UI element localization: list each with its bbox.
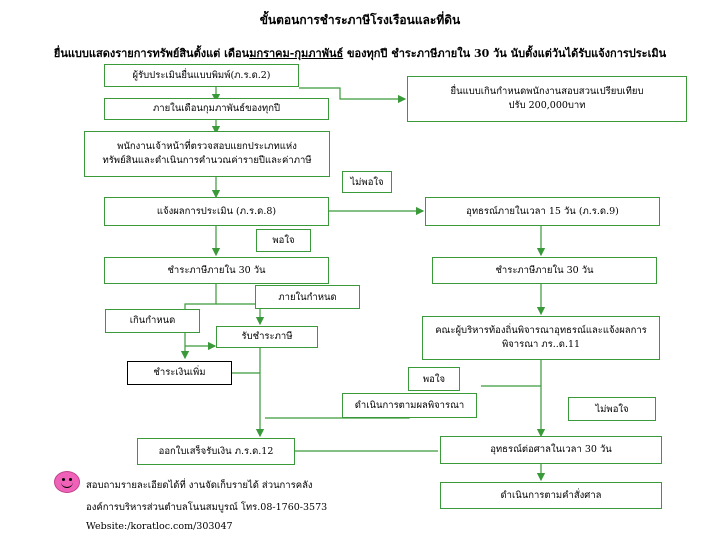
footer-website: Website:/koratloc.com/303047 — [86, 521, 233, 532]
box-officer-check-line1: พนักงานเจ้าหน้าที่ตรวจสอบแยกประเภทแห่ง — [117, 141, 297, 153]
label-satisfied-1: พอใจ — [256, 229, 311, 252]
box-notify-result-text: แจ้งผลการประเมิน (ภ.ร.ด.8) — [156, 205, 277, 217]
box-overdue-text: เกินกำหนด — [129, 315, 176, 327]
box-issue-receipt-text: ออกใบเสร็จรับเงิน ภ.ร.ด.12 — [158, 445, 274, 457]
box-pay-30-right: ชำระภาษีภายใน 30 วัน — [432, 257, 657, 284]
box-within-feb-text: ภายในเดือนกุมภาพันธ์ของทุกปี — [153, 103, 280, 115]
box-notify-result: แจ้งผลการประเมิน (ภ.ร.ด.8) — [104, 197, 329, 226]
label-satisfied-2: พอใจ — [408, 367, 460, 391]
box-follow-court: ดำเนินการตามคำสั่งศาล — [440, 482, 662, 509]
box-late-submit-line1: ยื่นแบบเกินกำหนดพนักงานสอบสวนเปรียบเทียบ — [450, 86, 644, 98]
label-satisfied-2-text: พอใจ — [422, 373, 446, 385]
box-submit-form: ผู้รับประเมินยื่นแบบพิมพ์(ภ.ร.ด.2) — [104, 64, 299, 87]
label-within-due-text: ภายในกำหนด — [278, 291, 337, 303]
subtitle-months: มกราคม-กุมภาพันธ์ — [249, 47, 344, 60]
smiley-icon — [54, 471, 80, 493]
box-committee-line1: คณะผู้บริหารท้องถิ่นพิจารณาอุทธรณ์และแจ้… — [435, 325, 647, 337]
box-pay-extra: ชำระเงินเพิ่ม — [127, 361, 232, 385]
label-satisfied-1-text: พอใจ — [272, 235, 295, 246]
box-proceed-result-text: ดำเนินการตามผลพิจารณา — [354, 399, 465, 411]
box-receive-tax-text: รับชำระภาษี — [241, 331, 293, 343]
box-pay-30-right-text: ชำระภาษีภายใน 30 วัน — [495, 264, 594, 276]
footer-contact-line2: องค์การบริหารส่วนตำบลโนนสมบูรณ์ โทร.08-1… — [86, 502, 328, 513]
box-pay-30-left: ชำระภาษีภายใน 30 วัน — [104, 257, 329, 284]
box-pay-extra-text: ชำระเงินเพิ่ม — [153, 367, 206, 379]
box-issue-receipt: ออกใบเสร็จรับเงิน ภ.ร.ด.12 — [137, 438, 295, 465]
label-not-satisfied-1-text: ไม่พอใจ — [350, 176, 384, 188]
line-pay-to-overdue — [184, 284, 217, 310]
subtitle-part3: ของทุกปี ชำระภาษีภายใน 30 วัน นับตั้งแต่… — [343, 47, 667, 60]
box-appeal-court-text: อุทธรณ์ต่อศาลในเวลา 30 วัน — [490, 444, 612, 456]
box-within-feb: ภายในเดือนกุมภาพันธ์ของทุกปี — [104, 98, 329, 120]
box-officer-check: พนักงานเจ้าหน้าที่ตรวจสอบแยกประเภทแห่ง ท… — [84, 131, 330, 177]
box-officer-check-line2: ทรัพย์สินและดำเนินการคำนวณค่ารายปีและค่า… — [102, 155, 312, 166]
box-proceed-result: ดำเนินการตามผลพิจารณา — [342, 393, 477, 418]
footer-contact-line1: สอบถามรายละเอียดได้ที่ งานจัดเก็บรายได้ … — [86, 480, 313, 491]
box-overdue: เกินกำหนด — [105, 309, 200, 333]
box-late-submit: ยื่นแบบเกินกำหนดพนักงานสอบสวนเปรียบเทียบ… — [407, 76, 687, 122]
label-not-satisfied-1: ไม่พอใจ — [342, 171, 392, 193]
box-receive-tax: รับชำระภาษี — [216, 326, 318, 348]
box-appeal-15-text: อุทธรณ์ภายในเวลา 15 วัน (ภ.ร.ด.9) — [466, 205, 619, 217]
box-appeal-15: อุทธรณ์ภายในเวลา 15 วัน (ภ.ร.ด.9) — [425, 197, 660, 226]
box-committee-line2: พิจารณา ภร..ด.11 — [501, 339, 581, 350]
box-follow-court-text: ดำเนินการตามคำสั่งศาล — [500, 489, 602, 501]
page-subtitle: ยื่นแบบแสดงรายการทรัพย์สินตั้งแต่ เดือนม… — [0, 44, 720, 62]
box-committee: คณะผู้บริหารท้องถิ่นพิจารณาอุทธรณ์และแจ้… — [422, 316, 660, 360]
box-appeal-court: อุทธรณ์ต่อศาลในเวลา 30 วัน — [440, 436, 662, 464]
label-not-satisfied-2: ไม่พอใจ — [568, 397, 656, 421]
arrow-to-late-submit — [299, 87, 407, 104]
label-not-satisfied-2-text: ไม่พอใจ — [595, 403, 629, 415]
box-submit-form-text: ผู้รับประเมินยื่นแบบพิมพ์(ภ.ร.ด.2) — [132, 69, 271, 81]
box-pay-30-left-text: ชำระภาษีภายใน 30 วัน — [167, 264, 266, 276]
box-late-submit-line2: ปรับ 200,000บาท — [508, 100, 586, 111]
page-title: ขั้นตอนการชำระภาษีโรงเรือนและที่ดิน — [259, 13, 461, 27]
subtitle-part1: ยื่นแบบแสดงรายการทรัพย์สินตั้งแต่ เดือน — [53, 47, 250, 60]
label-within-due: ภายในกำหนด — [255, 285, 360, 309]
